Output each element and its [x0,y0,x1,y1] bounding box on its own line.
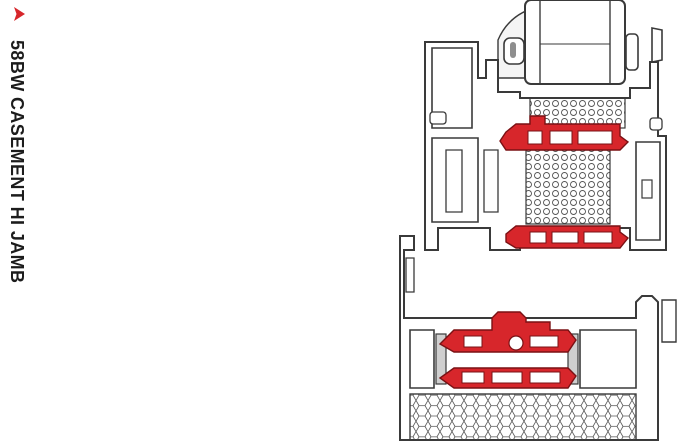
title-wrap: 58BW CASEMENT HI JAMB [6,40,28,283]
chevron-right-icon [14,7,25,21]
section-title: 58BW CASEMENT HI JAMB [7,40,27,284]
side-label: 58BW CASEMENT HI JAMB [0,0,40,443]
jamb-section-drawing [399,0,677,441]
glazing-gaskets [503,27,663,71]
lower-insulation-core [409,393,637,441]
upper-thermal-breaks [499,115,630,249]
lower-thermal-breaks [438,311,577,389]
